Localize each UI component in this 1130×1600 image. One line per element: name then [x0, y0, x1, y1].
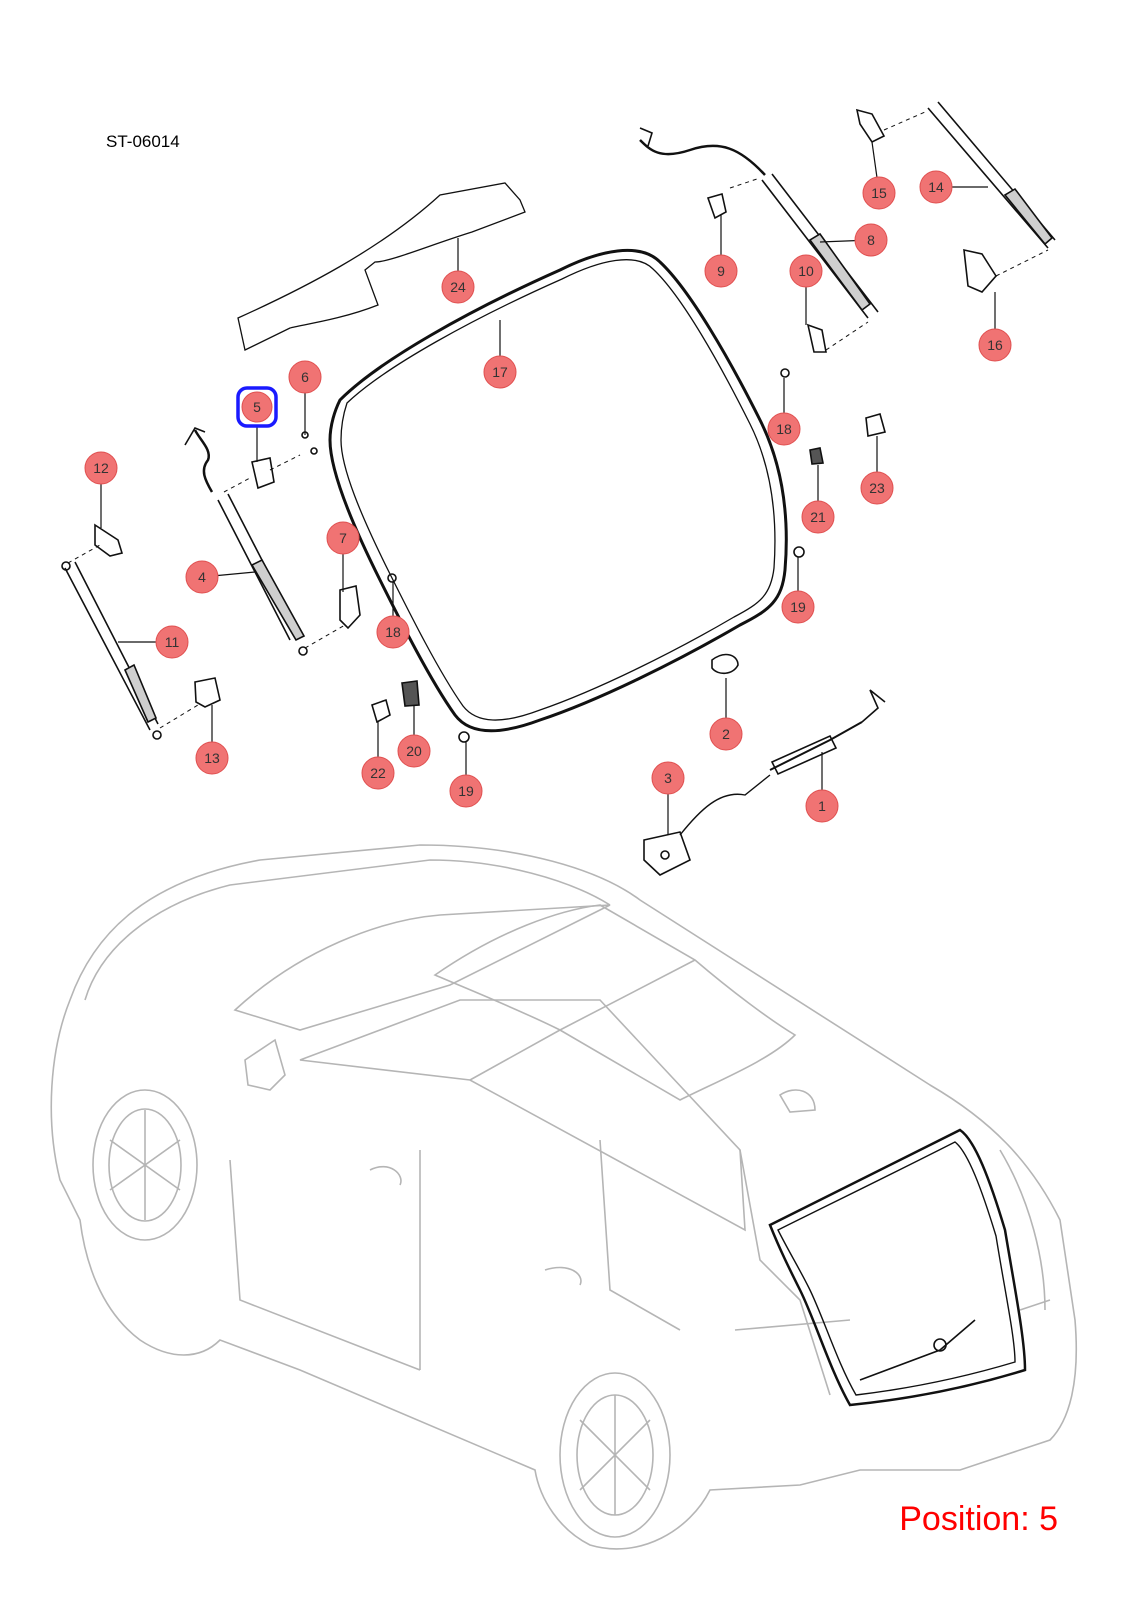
callout-circle — [361, 756, 395, 790]
callout-4[interactable]: 4 — [185, 560, 219, 594]
callout-circle — [978, 328, 1012, 362]
callout-19[interactable]: 19 — [449, 774, 483, 808]
callout-number: 3 — [664, 770, 672, 786]
callout-circle — [288, 360, 322, 394]
callout-number: 19 — [458, 783, 474, 799]
callout-8[interactable]: 8 — [854, 223, 888, 257]
callout-circle — [854, 223, 888, 257]
callout-circle — [84, 451, 118, 485]
diagram-reference-code: ST-06014 — [106, 132, 180, 151]
callout-circle — [801, 500, 835, 534]
callout-circle — [483, 355, 517, 389]
callout-number: 8 — [867, 232, 875, 248]
callout-number: 5 — [253, 399, 261, 415]
callout-2[interactable]: 2 — [709, 717, 743, 751]
callout-circle — [155, 625, 189, 659]
callout-circle — [805, 789, 839, 823]
callout-1[interactable]: 1 — [805, 789, 839, 823]
callout-6[interactable]: 6 — [288, 360, 322, 394]
callout-19[interactable]: 19 — [781, 590, 815, 624]
callout-23[interactable]: 23 — [860, 471, 894, 505]
callout-14[interactable]: 14 — [919, 170, 953, 204]
callout-18[interactable]: 18 — [376, 615, 410, 649]
callout-circle — [860, 471, 894, 505]
callout-number: 23 — [869, 480, 885, 496]
callout-11[interactable]: 11 — [155, 625, 189, 659]
callout-number: 18 — [385, 624, 401, 640]
position-label: Position: 5 — [899, 1500, 1058, 1538]
callout-number: 1 — [818, 798, 826, 814]
callout-circle — [651, 761, 685, 795]
callout-22[interactable]: 22 — [361, 756, 395, 790]
callout-circle — [704, 254, 738, 288]
callout-circle — [767, 412, 801, 446]
callout-7[interactable]: 7 — [326, 521, 360, 555]
callout-circle — [709, 717, 743, 751]
callout-18[interactable]: 18 — [767, 412, 801, 446]
callout-13[interactable]: 13 — [195, 741, 229, 775]
callout-20[interactable]: 20 — [397, 734, 431, 768]
callout-12[interactable]: 12 — [84, 451, 118, 485]
callout-number: 7 — [339, 530, 347, 546]
car-outline — [50, 844, 1078, 1550]
callout-number: 18 — [776, 421, 792, 437]
callout-number: 13 — [204, 750, 220, 766]
callout-number: 11 — [165, 634, 180, 650]
callout-9[interactable]: 9 — [704, 254, 738, 288]
callout-circle — [241, 391, 273, 423]
callout-number: 6 — [301, 369, 309, 385]
callout-number: 4 — [198, 569, 206, 585]
callout-17[interactable]: 17 — [483, 355, 517, 389]
callout-number: 14 — [928, 179, 944, 195]
callout-number: 9 — [717, 263, 725, 279]
callout-3[interactable]: 3 — [651, 761, 685, 795]
callout-circle — [195, 741, 229, 775]
callout-number: 22 — [370, 765, 386, 781]
callout-circle — [397, 734, 431, 768]
callout-number: 21 — [810, 509, 826, 525]
callout-number: 10 — [798, 263, 814, 279]
callout-circle — [449, 774, 483, 808]
callout-number: 15 — [871, 185, 887, 201]
callout-15[interactable]: 15 — [862, 176, 896, 210]
callout-circle — [789, 254, 823, 288]
callout-number: 17 — [492, 364, 508, 380]
callout-number: 20 — [406, 743, 422, 759]
tailgate-seal-on-car — [768, 1128, 1027, 1407]
callout-circle — [376, 615, 410, 649]
callout-circle — [781, 590, 815, 624]
callout-number: 16 — [987, 337, 1003, 353]
callout-circle — [185, 560, 219, 594]
parts-line-art — [61, 101, 1056, 876]
callout-circle — [862, 176, 896, 210]
callout-circle — [441, 270, 475, 304]
callout-number: 19 — [790, 599, 806, 615]
callout-number: 12 — [93, 460, 109, 476]
callout-10[interactable]: 10 — [789, 254, 823, 288]
callout-24[interactable]: 24 — [441, 270, 475, 304]
callout-16[interactable]: 16 — [978, 328, 1012, 362]
callout-number: 2 — [722, 726, 730, 742]
callout-21[interactable]: 21 — [801, 500, 835, 534]
callout-5[interactable]: 5 — [236, 386, 278, 428]
callout-circle — [326, 521, 360, 555]
callout-circle — [919, 170, 953, 204]
callout-number: 24 — [450, 279, 466, 295]
